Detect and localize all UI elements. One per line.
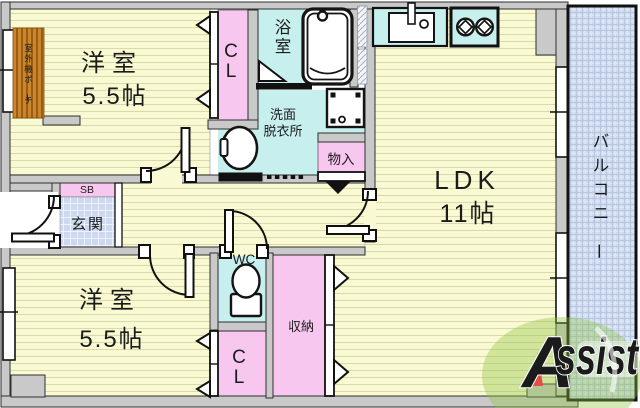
wall-wc-left <box>209 252 219 331</box>
label-ldk: LDK <box>434 165 500 195</box>
washbasin <box>219 125 259 171</box>
logo-ellipse <box>482 317 640 408</box>
pipe-space-hatch-2 <box>357 48 368 85</box>
label-entrance: 玄関 <box>71 216 105 233</box>
wall-bottom-step-left <box>10 374 46 398</box>
label-shoebox: SB <box>80 184 94 196</box>
label-bedroom1-size: 5.5帖 <box>82 83 147 110</box>
folding-door-cabinet <box>317 171 366 194</box>
door-ldk <box>326 190 370 235</box>
pipe-space-hatch <box>357 5 368 48</box>
door-entrance <box>11 195 55 243</box>
kitchen-sink <box>371 2 449 48</box>
label-washroom-1: 洗面 <box>270 107 296 122</box>
folding-door-bath <box>256 58 312 90</box>
wall-closet1-right <box>247 9 259 130</box>
folding-door-closet1 <box>195 11 219 119</box>
watermark-logo: A ssist <box>482 317 640 408</box>
wall-wc-storage <box>265 252 274 399</box>
ac-porch-deck <box>12 27 45 119</box>
kitchen-stove <box>449 6 500 48</box>
logo-backing <box>577 341 639 377</box>
room-bedroom-2-floor <box>9 254 211 397</box>
label-ac-porch: 室外機ポーチ <box>22 43 33 106</box>
doorway-wc <box>231 246 258 256</box>
door-post <box>138 244 151 259</box>
doorway-bedroom1 <box>151 174 182 184</box>
label-storage: 収納 <box>288 319 314 334</box>
label-ldk-size: 11帖 <box>440 200 497 228</box>
toilet <box>229 263 263 318</box>
logo-initial: A <box>520 323 574 403</box>
label-cabinet: 物入 <box>328 152 355 167</box>
wall-balcony-1 <box>555 8 569 68</box>
bathtub <box>301 7 354 86</box>
door-post <box>140 167 152 183</box>
folding-door-storage <box>324 254 350 397</box>
wall-balcony-2 <box>555 156 569 234</box>
door-post <box>362 188 377 201</box>
room-cabinet-floor <box>317 141 366 173</box>
label-washroom-2: 脱衣所 <box>263 124 302 139</box>
wall-cabinet-top <box>317 132 366 143</box>
wall-porch-bottom <box>42 115 81 126</box>
door-wc <box>224 209 268 253</box>
logo-highlight <box>594 326 618 393</box>
label-bath: 浴室 <box>275 18 292 56</box>
washing-machine <box>325 87 366 129</box>
doorway-ldk <box>364 200 376 231</box>
door-bedroom2 <box>149 253 195 298</box>
label-bedroom2: 洋室 <box>79 287 141 314</box>
window-bedroom2 <box>0 267 18 361</box>
entrance-step-strip <box>114 182 123 248</box>
room-ldk-floor-2 <box>365 233 377 396</box>
doorway-bedroom2 <box>150 246 185 256</box>
label-wc: WC <box>233 252 256 267</box>
washroom-counter <box>218 172 305 182</box>
logo-red-wedge <box>530 352 543 386</box>
hallway-floor <box>121 182 366 248</box>
label-bedroom1: 洋室 <box>81 50 143 77</box>
door-post <box>256 244 269 259</box>
label-bedroom2-size: 5.5帖 <box>79 326 144 353</box>
folding-door-closet2 <box>195 330 219 399</box>
logo-rest: ssist <box>556 328 640 386</box>
door-bedroom1 <box>145 127 191 173</box>
label-balcony: バルコニー <box>589 133 610 260</box>
window-balcony-1 <box>550 66 576 158</box>
wall-wc-closet2 <box>217 321 267 332</box>
